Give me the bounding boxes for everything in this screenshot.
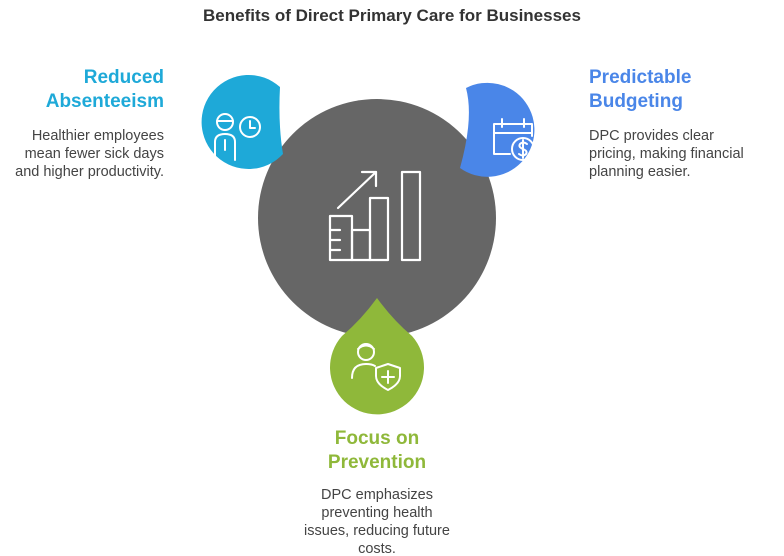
- prevention-heading: Focus on Prevention: [277, 427, 477, 475]
- budgeting-heading-line2: Budgeting: [589, 91, 683, 112]
- prevention-text-line3: issues, reducing future: [304, 523, 450, 539]
- prevention-text-line4: costs.: [358, 541, 396, 556]
- budgeting-text-line1: DPC provides clear: [589, 128, 714, 144]
- absenteeism-text-line1: Healthier employees: [31, 128, 164, 144]
- budgeting-text-line2: pricing, making financial: [589, 146, 744, 162]
- budgeting-heading: Predictable Budgeting: [589, 66, 691, 114]
- absenteeism-text-line3: and higher productivity.: [15, 164, 164, 180]
- growth-chart-icon: [328, 170, 422, 262]
- prevention-text-line2: preventing health: [321, 505, 433, 521]
- absenteeism-description: Healthier employees mean fewer sick days…: [15, 127, 164, 181]
- absenteeism-heading-line2: Absenteeism: [45, 91, 164, 112]
- diagram-title: Benefits of Direct Primary Care for Busi…: [203, 6, 581, 25]
- calendar-dollar-icon: [493, 118, 535, 161]
- absenteeism-text-line2: mean fewer sick days: [24, 146, 164, 162]
- employee-clock-icon: [214, 113, 261, 161]
- budgeting-heading-line1: Predictable: [589, 67, 692, 88]
- center-circle: [258, 99, 496, 337]
- prevention-heading-line1: Focus on: [334, 428, 420, 449]
- prevention-description: DPC emphasizes preventing health issues,…: [277, 486, 477, 556]
- absenteeism-heading-line1: Reduced: [83, 67, 164, 88]
- budgeting-description: DPC provides clear pricing, making finan…: [589, 127, 744, 181]
- budgeting-text-line3: planning easier.: [589, 164, 691, 180]
- prevention-text-line1: DPC emphasizes: [320, 487, 433, 503]
- prevention-teardrop: [330, 298, 424, 415]
- budgeting-teardrop: [460, 82, 535, 177]
- absenteeism-heading: Reduced Absenteeism: [46, 66, 164, 114]
- person-shield-icon: [351, 343, 401, 391]
- prevention-heading-line2: Prevention: [327, 452, 427, 473]
